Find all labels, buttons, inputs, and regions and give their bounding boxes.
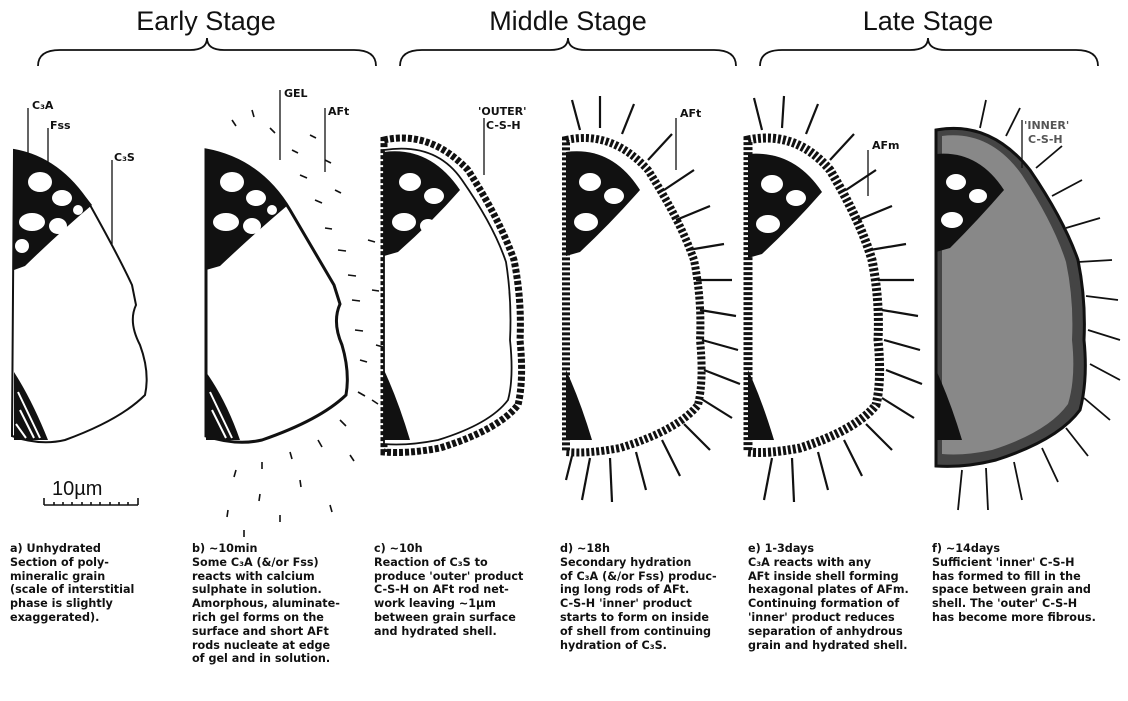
panel-d-grain <box>566 96 740 502</box>
label-inner-f: 'INNER' <box>1024 120 1069 131</box>
label-afm-e: AFm <box>872 140 900 151</box>
label-outer-c: 'OUTER' <box>478 106 527 117</box>
panel-c-grain <box>384 118 522 453</box>
caption-a: a) Unhydrated Section of poly-mineralic … <box>10 542 134 625</box>
brace-late <box>760 38 1098 66</box>
brace-middle <box>400 38 736 66</box>
scale-bar-label: 10µm <box>52 478 102 501</box>
label-c3s-a: C₃S <box>114 152 135 163</box>
label-fss-a: Fss <box>50 120 71 131</box>
label-inner-csh-f: C-S-H <box>1028 134 1063 145</box>
brace-early <box>38 38 376 66</box>
panel-b-grain <box>206 90 383 537</box>
label-gel-b: GEL <box>284 88 308 99</box>
label-aft-b: AFt <box>328 106 349 117</box>
caption-b: b) ~10min Some C₃A (&/or Fss)reacts with… <box>192 542 340 666</box>
panel-e-grain <box>748 96 922 502</box>
label-c3a-a: C₃A <box>32 100 53 111</box>
panel-f-grain <box>936 100 1120 510</box>
label-aft-d: AFt <box>680 108 701 119</box>
label-outer-csh-c: C-S-H <box>486 120 521 131</box>
